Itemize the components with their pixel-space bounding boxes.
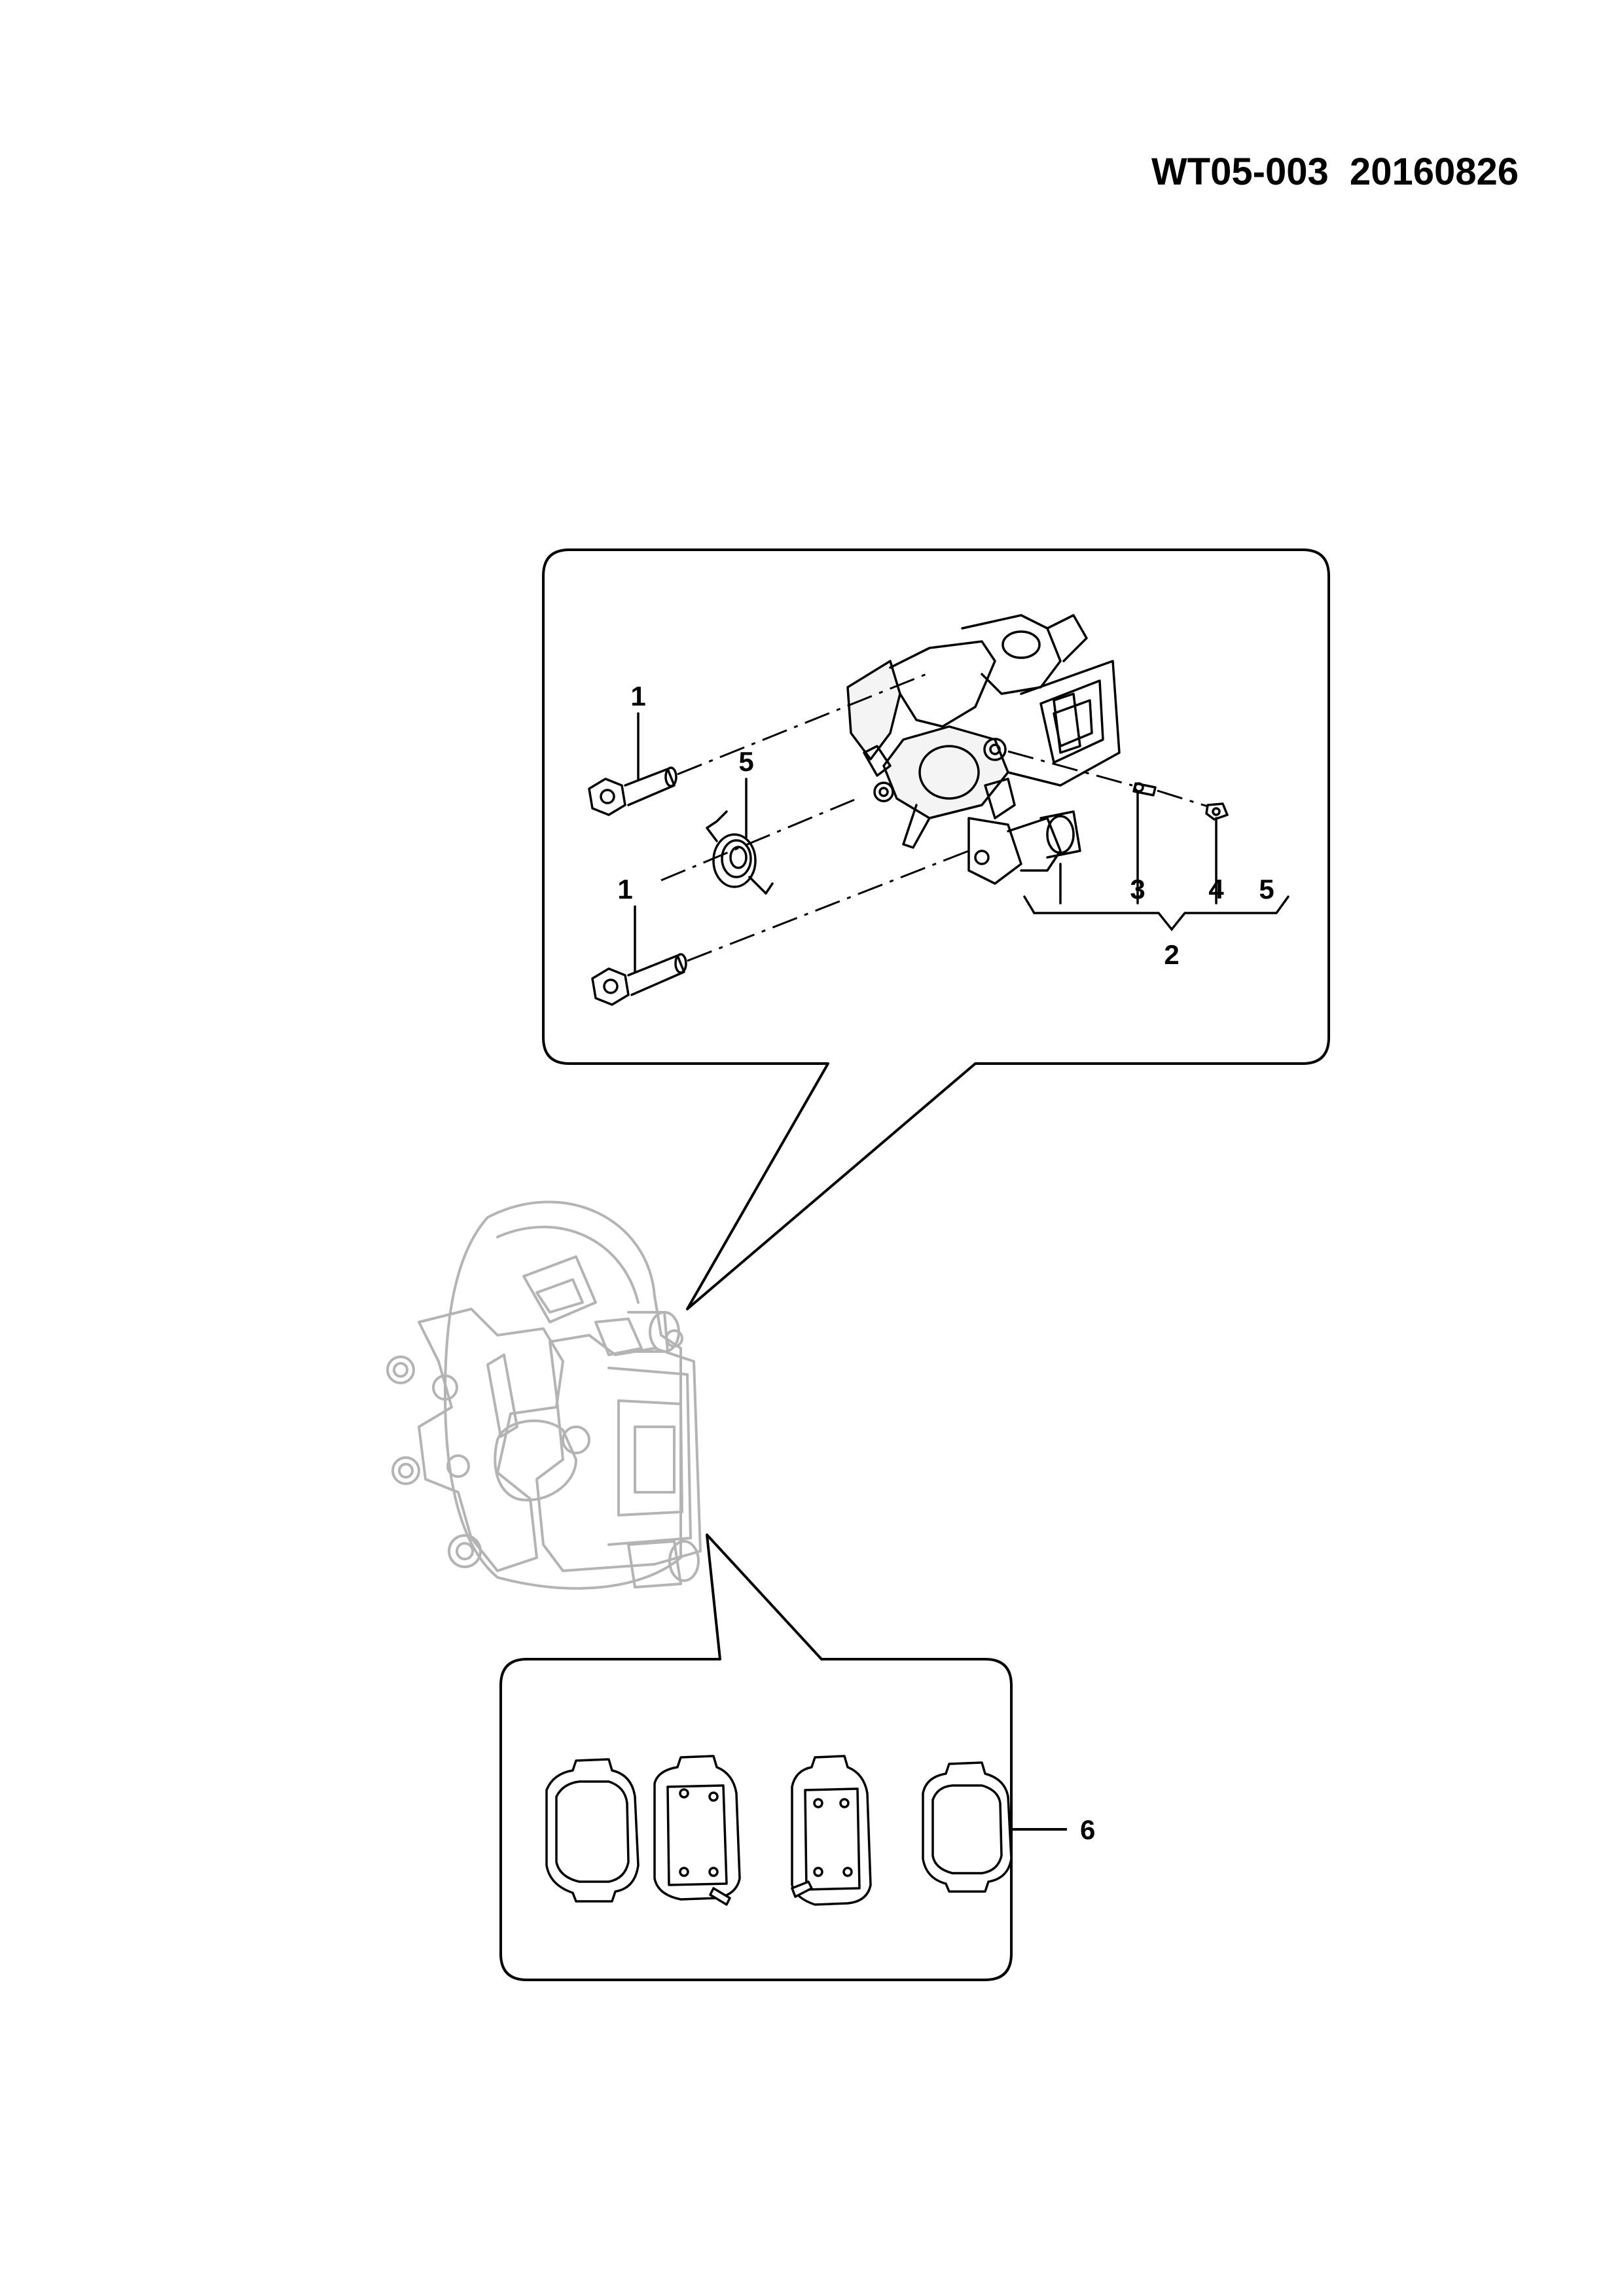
caliper-detail-box bbox=[542, 548, 1330, 1310]
assembly-axis-lines bbox=[660, 673, 1208, 962]
brake-pad-1 bbox=[545, 1758, 640, 1903]
brake-pad-box bbox=[499, 1534, 1013, 1981]
brake-assembly-ghost bbox=[386, 1200, 702, 1590]
upper-callout-labels: 1 5 1 3 4 5 2 bbox=[617, 681, 1274, 970]
return-spring bbox=[706, 810, 774, 895]
callout-1-lower: 1 bbox=[617, 874, 632, 905]
guide-bolt-lower bbox=[591, 953, 687, 1006]
brake-pad-3 bbox=[791, 1755, 872, 1906]
bleeder-cap bbox=[1205, 802, 1229, 821]
callout-2: 2 bbox=[1164, 939, 1179, 970]
brake-pads bbox=[545, 1755, 1013, 1906]
callout-6: 6 bbox=[1080, 1814, 1095, 1845]
guide-bolt-upper bbox=[588, 766, 677, 816]
brake-pad-2 bbox=[653, 1755, 741, 1906]
caliper-housing bbox=[846, 614, 1121, 885]
callout-1-upper: 1 bbox=[630, 681, 645, 711]
bleeder-screw bbox=[1132, 782, 1157, 797]
document-code: WT05-003 20160826 bbox=[1151, 151, 1519, 193]
lower-leader-line: 6 bbox=[1011, 1814, 1095, 1845]
upper-leader-lines bbox=[634, 712, 1290, 973]
caliper-exploded-parts bbox=[588, 614, 1229, 1006]
callout-4: 4 bbox=[1208, 874, 1224, 905]
callout-5-spring: 5 bbox=[738, 746, 753, 777]
callout-3: 3 bbox=[1130, 874, 1145, 905]
callout-5-kit: 5 bbox=[1259, 874, 1274, 905]
brake-pad-4 bbox=[922, 1761, 1013, 1893]
